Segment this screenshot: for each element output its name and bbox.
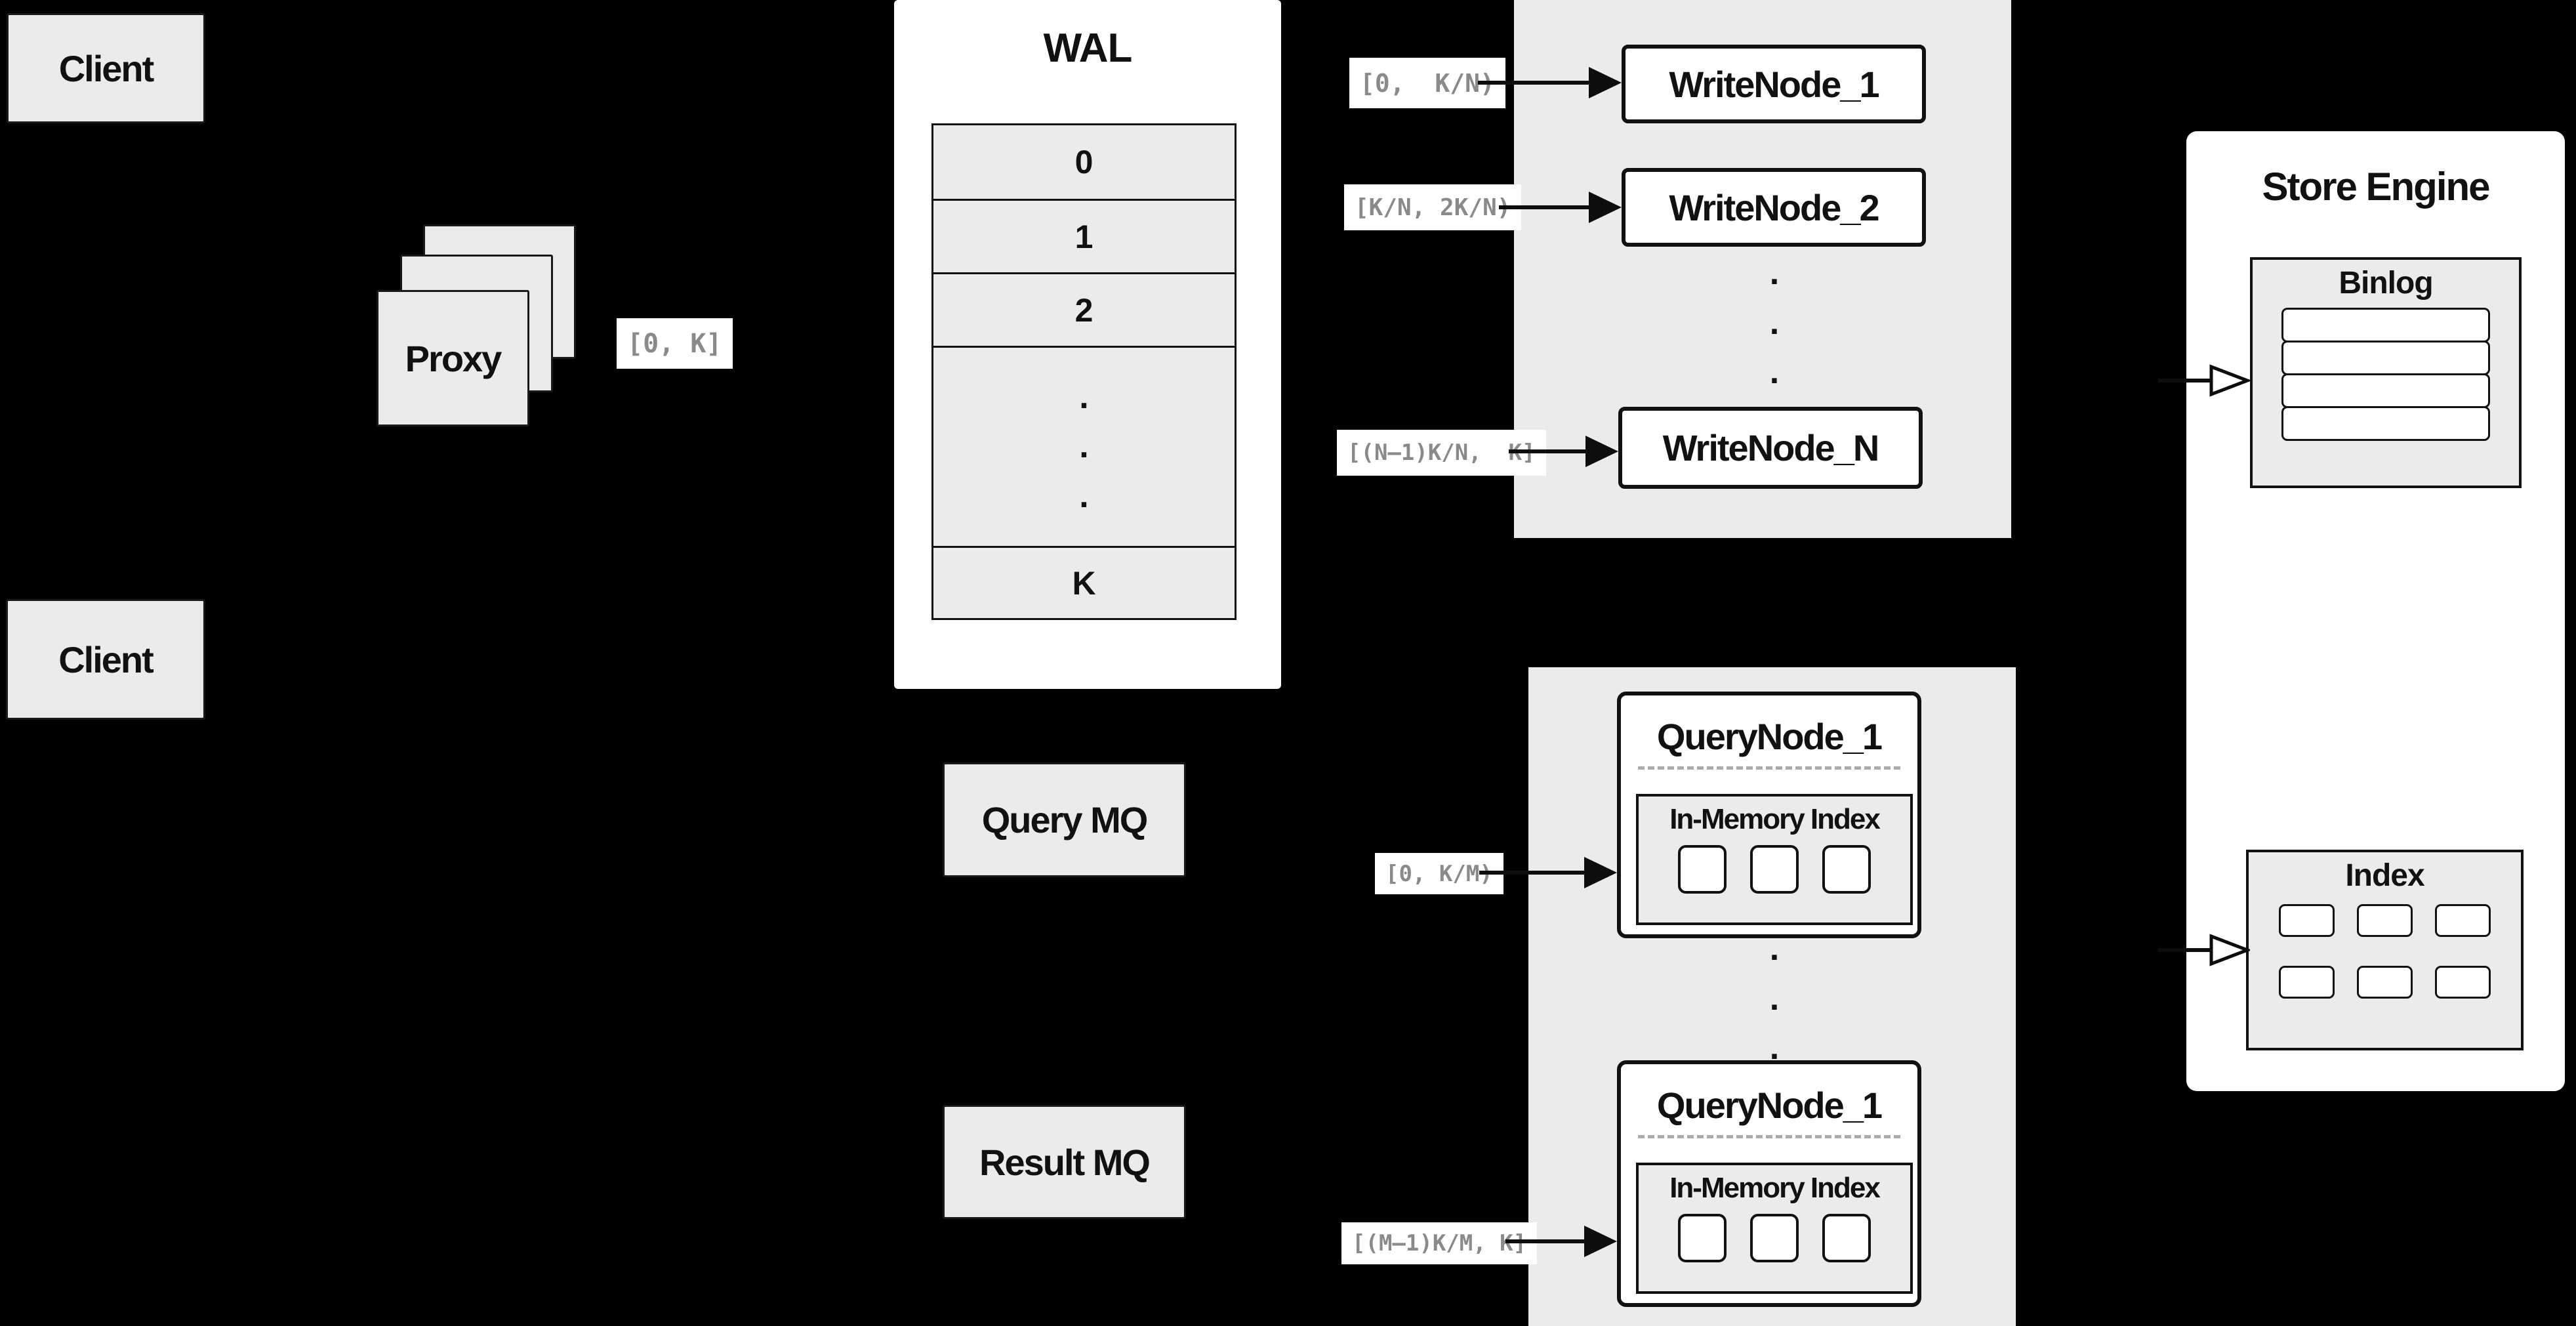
range-label-write-2: [K/N, 2K/N) (1344, 184, 1522, 230)
query-node-bottom-title: QueryNode_1 (1656, 1085, 1883, 1126)
index-segment (1678, 845, 1727, 894)
dashed-divider (1638, 1135, 1900, 1138)
result-mq-box: Result MQ (943, 1105, 1186, 1219)
wal-log-table: 0 1 2 ... K (931, 123, 1237, 620)
arrowhead-icon (1585, 436, 1618, 467)
index-file-grid (2279, 904, 2491, 999)
wal-row-k: K (931, 546, 1237, 620)
in-memory-index-top-title: In-Memory Index (1669, 803, 1881, 835)
arrowhead-icon (1589, 192, 1622, 223)
range-label-write-n: [(N–1)K/N, K] (1337, 430, 1546, 476)
wal-row-2: 2 (931, 272, 1237, 348)
in-memory-index-bottom-box: In-Memory Index (1636, 1163, 1913, 1294)
store-engine-title: Store Engine (2262, 165, 2490, 209)
write-node-2-box: WriteNode_2 (1622, 168, 1926, 247)
open-arrowhead-icon (2209, 934, 2250, 966)
index-segments (1678, 1214, 1871, 1262)
binlog-row (2281, 308, 2490, 342)
index-box: Index (2246, 850, 2524, 1050)
index-file (2435, 904, 2491, 937)
binlog-row (2281, 341, 2490, 375)
index-file (2357, 904, 2413, 937)
range-label-query-bottom: [(M–1)K/M, K] (1341, 1222, 1538, 1264)
in-memory-index-bottom-title: In-Memory Index (1669, 1172, 1881, 1204)
binlog-box: Binlog (2250, 257, 2522, 488)
index-segment (1678, 1214, 1727, 1262)
index-segment (1750, 845, 1799, 894)
wal-row-1: 1 (931, 199, 1237, 274)
in-memory-index-top-box: In-Memory Index (1636, 794, 1913, 925)
index-file (2357, 966, 2413, 999)
wal-row-0: 0 (931, 123, 1237, 201)
index-segment (1750, 1214, 1799, 1262)
wal-title: WAL (1043, 26, 1133, 71)
arrowhead-icon (1584, 857, 1617, 888)
dashed-divider (1638, 766, 1900, 770)
index-title: Index (2345, 858, 2424, 893)
binlog-row (2281, 373, 2490, 408)
client-box-bottom: Client (6, 599, 205, 720)
query-mq-box: Query MQ (943, 762, 1186, 877)
index-segments (1678, 845, 1871, 894)
arrowhead-icon (1584, 1226, 1617, 1257)
wal-row-ellipsis: ... (931, 346, 1237, 548)
wal-ellipsis-dots: ... (1079, 377, 1089, 515)
write-node-n-box: WriteNode_N (1618, 407, 1923, 489)
binlog-title: Binlog (2339, 266, 2433, 300)
binlog-row (2281, 406, 2490, 441)
index-file (2435, 966, 2491, 999)
write-node-1-box: WriteNode_1 (1622, 45, 1926, 123)
proxy-box: Proxy (377, 290, 529, 426)
query-node-top-title: QueryNode_1 (1656, 716, 1883, 757)
index-segment (1822, 1214, 1871, 1262)
range-label-proxy-out: [0, K] (617, 318, 733, 369)
index-segment (1822, 845, 1871, 894)
index-file (2279, 966, 2335, 999)
open-arrowhead-icon (2209, 364, 2250, 397)
write-nodes-ellipsis-dots: ... (1769, 254, 1780, 392)
index-file (2279, 904, 2335, 937)
arrowhead-icon (1589, 67, 1622, 98)
client-box-top: Client (7, 13, 205, 123)
query-nodes-ellipsis-dots: ... (1769, 930, 1780, 1067)
